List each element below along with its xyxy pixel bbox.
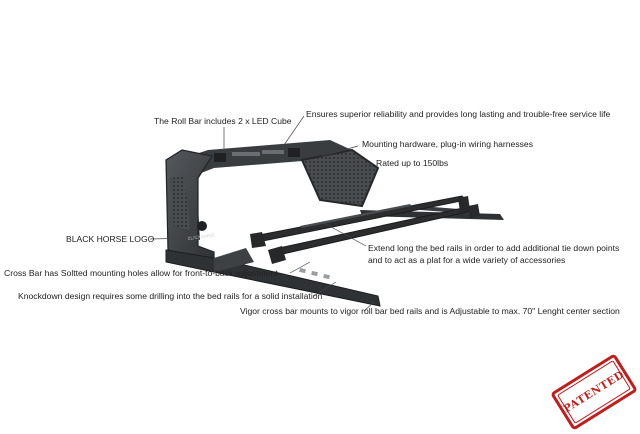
callout-extend-line-1: Extend long the bed rails in order to ad… — [368, 243, 620, 253]
callout-leaders — [149, 115, 375, 312]
cross-bars — [253, 195, 477, 257]
side-plate-left: BLACKHORSE — [165, 149, 215, 263]
svg-text:BLACKHORSE: BLACKHORSE — [187, 232, 215, 241]
callout-rated: Rated up to 150lbs — [376, 158, 449, 168]
black-horse-logo-badge — [197, 221, 207, 231]
mesh-panel-right — [300, 148, 380, 208]
callout-hardware: Mounting hardware, plug-in wiring harnes… — [362, 139, 534, 149]
callout-vigor: Vigor cross bar mounts to vigor roll bar… — [240, 306, 620, 316]
cross-bar-feet — [250, 196, 480, 264]
callout-reliability: Ensures superior reliability and provide… — [306, 109, 611, 119]
callout-led-cube: The Roll Bar includes 2 x LED Cube — [154, 116, 292, 126]
callout-knockdown: Knockdown design requires some drilling … — [18, 291, 323, 301]
callout-cross-bar: Cross Bar has Soltted mounting holes all… — [4, 268, 278, 278]
bed-rail — [165, 248, 381, 307]
callout-extend-line-2: and to act as a plat for a wide variety … — [368, 255, 566, 265]
callout-logo: BLACK HORSE LOGO — [66, 234, 155, 244]
